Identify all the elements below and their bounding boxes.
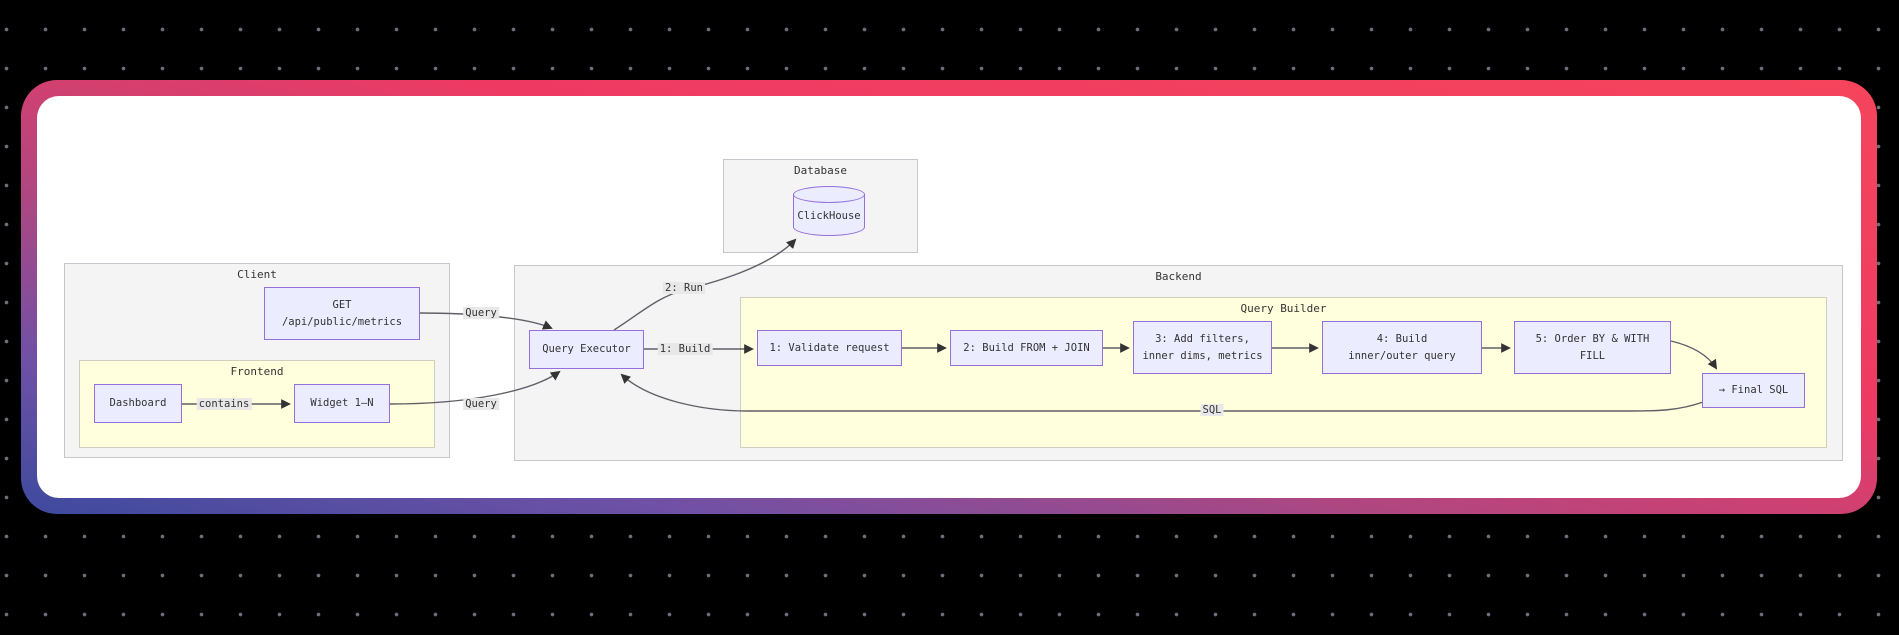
edge-label-run: 2: Run: [663, 282, 705, 294]
node-step4-line1: 4: Build: [1376, 332, 1428, 345]
node-step4: 4: Build inner/outer query: [1322, 321, 1482, 374]
cluster-client-title: Client: [237, 268, 277, 281]
edge-label-contains: contains: [196, 398, 252, 410]
node-step1-label: 1: Validate request: [769, 341, 890, 354]
node-dashboard: Dashboard: [94, 384, 182, 423]
edge-label-build: 1: Build: [657, 343, 713, 355]
cluster-query-builder-title: Query Builder: [1240, 302, 1327, 315]
node-query-executor-label: Query Executor: [542, 343, 631, 355]
node-step5-line1: 5: Order BY & WITH: [1535, 332, 1650, 345]
edge-label-query-bottom: Query: [463, 398, 499, 410]
node-widget-label: Widget 1–N: [310, 397, 374, 409]
node-step3-line2: inner dims, metrics: [1142, 349, 1263, 362]
node-clickhouse-label: ClickHouse: [797, 210, 861, 222]
cluster-database: Database: [723, 159, 918, 253]
node-step2: 2: Build FROM + JOIN: [950, 330, 1103, 366]
node-get-endpoint: GET /api/public/metrics: [264, 287, 420, 340]
node-step3-line1: 3: Add filters,: [1155, 332, 1250, 345]
node-get-line2: /api/public/metrics: [281, 315, 403, 328]
node-step1: 1: Validate request: [757, 330, 902, 366]
node-clickhouse: ClickHouse: [793, 186, 865, 236]
node-final-sql: → Final SQL: [1702, 373, 1805, 408]
node-step5: 5: Order BY & WITH FILL: [1514, 321, 1671, 374]
node-widget: Widget 1–N: [294, 384, 390, 423]
database-cylinder-top: [793, 186, 865, 203]
edge-label-sql: SQL: [1200, 404, 1224, 416]
node-dashboard-label: Dashboard: [109, 397, 167, 409]
node-query-executor: Query Executor: [529, 330, 644, 369]
cluster-backend-title: Backend: [1155, 270, 1202, 283]
node-step3: 3: Add filters, inner dims, metrics: [1133, 321, 1272, 374]
node-step2-label: 2: Build FROM + JOIN: [963, 341, 1090, 354]
node-final-sql-label: → Final SQL: [1718, 384, 1789, 396]
edge-label-query-top: Query: [463, 307, 499, 319]
cluster-database-title: Database: [794, 164, 847, 177]
cluster-frontend-title: Frontend: [230, 365, 284, 378]
node-get-line1: GET: [332, 298, 352, 311]
node-step5-line2: FILL: [1579, 349, 1606, 362]
node-step4-line2: inner/outer query: [1348, 349, 1456, 362]
